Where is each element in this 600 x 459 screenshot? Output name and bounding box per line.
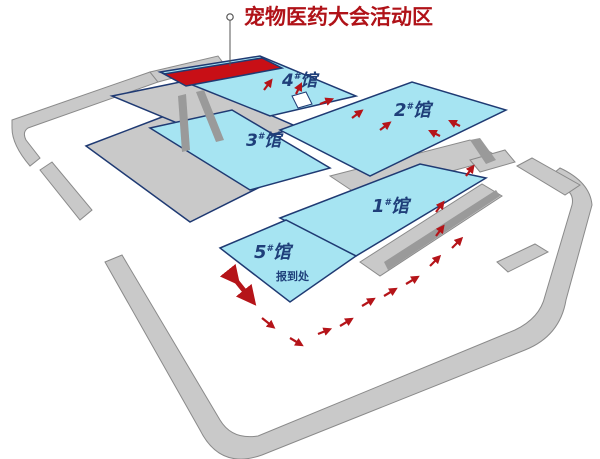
hall-4-label: 4#馆 [281,71,320,91]
chevron-arrow-icon [448,120,461,128]
hall-1-label: 1#馆 [372,196,412,217]
chevron-arrow-icon [261,317,276,329]
svg-text:3#馆: 3#馆 [246,131,284,151]
svg-text:2#馆: 2#馆 [394,100,434,121]
chevron-arrow-icon [294,82,302,95]
chevron-arrow-icon [351,109,364,119]
chevron-arrow-icon [405,275,420,285]
chevron-arrow-icon [289,337,304,347]
chevron-arrow-icon [319,97,335,106]
chevron-arrow-icon [361,297,376,307]
chevron-arrow-icon [435,200,445,213]
chevron-arrow-icon [435,224,445,237]
hall-5[interactable] [218,219,358,303]
map-title: 宠物医药大会活动区 [244,5,433,29]
hall-5-label: 5#馆 [254,242,294,263]
chevron-arrow-icon [465,164,475,177]
hall-3[interactable] [148,109,332,191]
checkin-label: 报到处 [276,269,310,283]
hall-3-label: 3#馆 [246,131,284,151]
chevron-arrow-icon [428,130,441,138]
svg-text:5#馆: 5#馆 [254,242,294,263]
hall-2[interactable] [278,81,509,177]
chevron-arrow-icon [429,254,442,267]
chevron-arrow-icon [379,121,392,131]
chevron-arrow-icon [339,317,354,327]
chevron-arrow-icon [317,327,333,336]
chevron-arrow-icon [383,287,398,297]
pin-marker-icon [226,13,234,66]
route-arrows [261,78,475,347]
bridges [178,90,496,164]
double-arrow-icon [219,263,257,306]
hall-2-label: 2#馆 [394,100,434,121]
chevron-arrow-icon [451,236,464,249]
activity-zone[interactable] [161,57,285,87]
svg-text:4#馆: 4#馆 [281,71,320,91]
chevron-arrow-icon [263,78,273,91]
svg-text:1#馆: 1#馆 [372,196,412,217]
